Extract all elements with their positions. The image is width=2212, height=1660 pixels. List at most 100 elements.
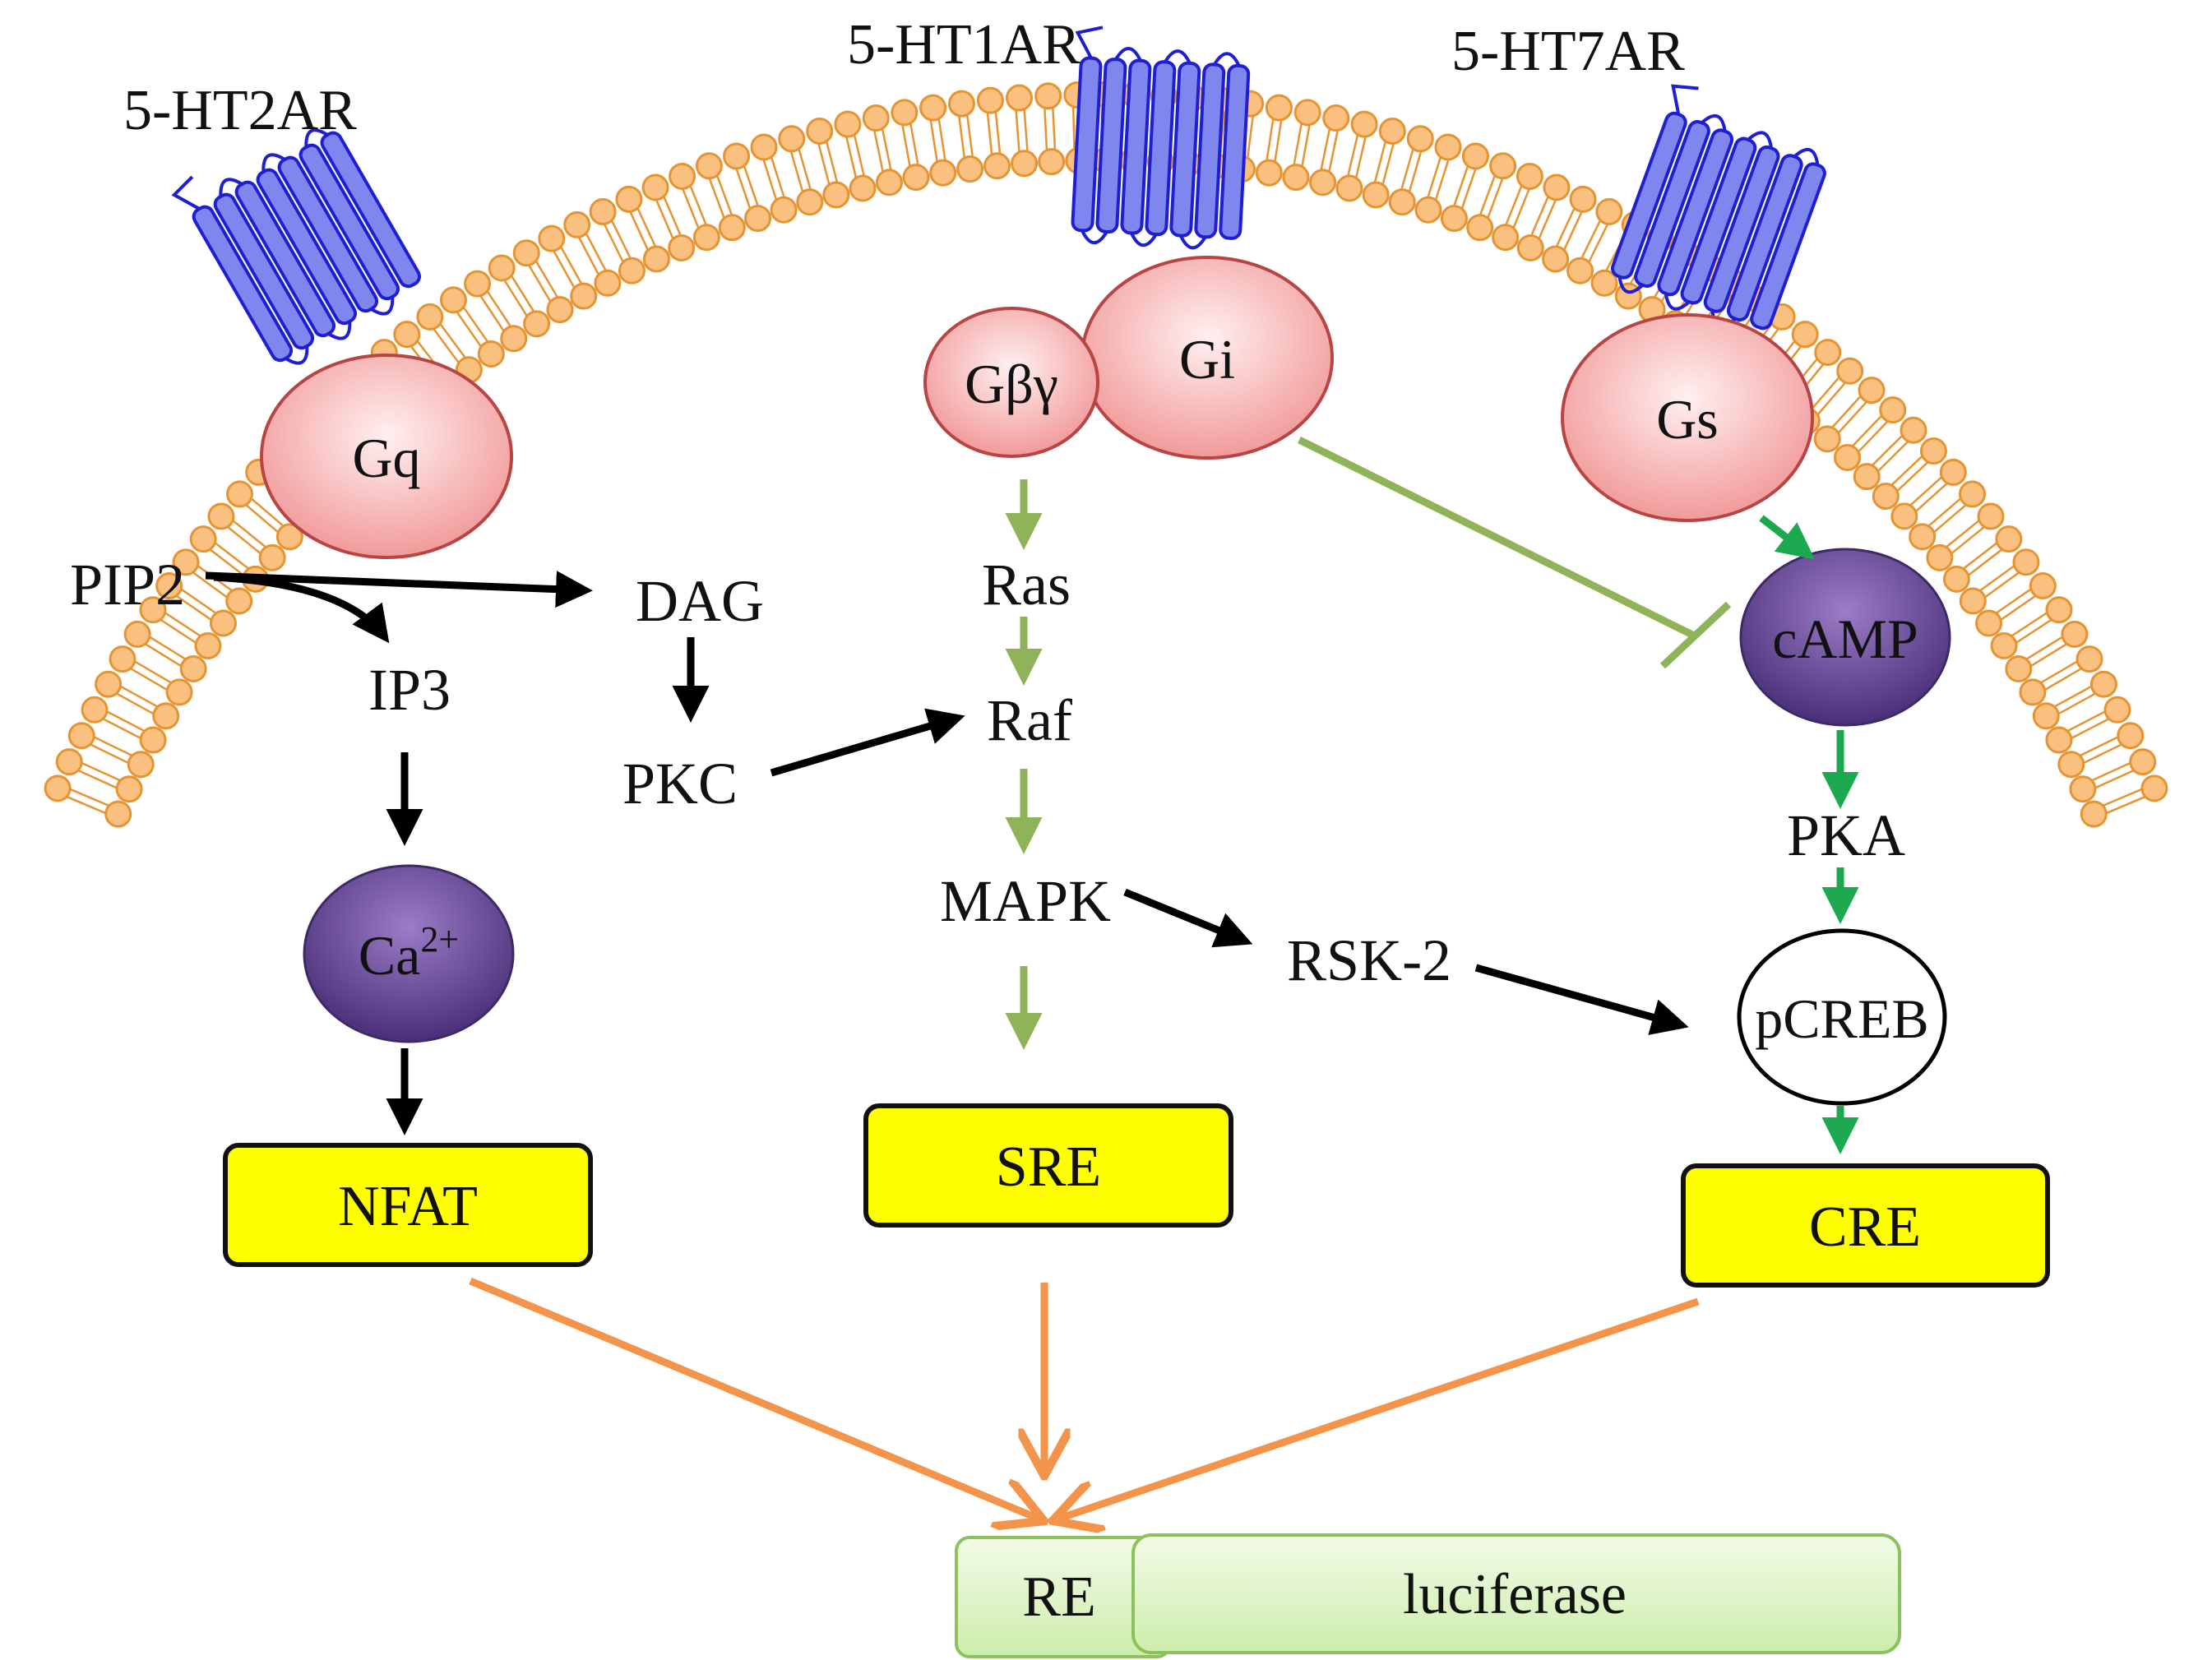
transmembrane-helix bbox=[234, 180, 336, 338]
lipid-tail bbox=[1052, 108, 1057, 150]
lipid-tail bbox=[1435, 160, 1450, 200]
lipid-head bbox=[1566, 257, 1594, 284]
lipid-tail bbox=[1896, 461, 1928, 492]
lipid-tail bbox=[1479, 175, 1496, 215]
lipid-tail bbox=[1979, 565, 2015, 592]
calcium-symbol: Ca bbox=[359, 924, 421, 987]
arrow-nfat-re bbox=[469, 1277, 1040, 1519]
lipid-head bbox=[209, 609, 237, 637]
arrow-pkc-raf bbox=[770, 708, 965, 777]
dag-label: DAG bbox=[636, 568, 764, 634]
lipid-tail bbox=[164, 612, 201, 637]
lipid-tail bbox=[2095, 770, 2134, 789]
receptor-5ht7ar bbox=[1610, 84, 1826, 331]
lipid-head bbox=[1414, 196, 1442, 224]
lipid-tail bbox=[937, 118, 946, 160]
lipid-head bbox=[983, 152, 1011, 180]
lipid-tail bbox=[2067, 710, 2105, 732]
lipid-tail bbox=[1301, 125, 1311, 166]
lipid-head bbox=[615, 185, 643, 213]
re-label: RE bbox=[1022, 1565, 1095, 1629]
lipid-tail bbox=[176, 595, 212, 621]
pip2-label: PIP2 bbox=[70, 552, 185, 617]
lipid-head bbox=[1614, 282, 1642, 310]
lipid-head bbox=[1926, 543, 1954, 571]
lipid-head bbox=[947, 90, 975, 118]
lipid-tail bbox=[535, 261, 558, 298]
gs-label: Gs bbox=[1656, 388, 1719, 451]
lipid-tail bbox=[1858, 421, 1888, 452]
arrow-gs-camp bbox=[1759, 515, 1816, 560]
lipid-tail bbox=[2015, 619, 2052, 644]
lipid-head bbox=[834, 110, 862, 138]
lipid-tail bbox=[636, 208, 656, 247]
lipid-head bbox=[1977, 502, 2005, 530]
inhibition-bar bbox=[1659, 601, 1732, 669]
lipid-tail bbox=[160, 619, 197, 644]
lipid-head bbox=[95, 670, 123, 698]
lipid-head bbox=[1255, 159, 1283, 187]
lipid-tail bbox=[1968, 548, 2002, 576]
arrow-pip2-ip3 bbox=[213, 573, 390, 644]
lipid-head bbox=[849, 174, 877, 202]
gi-label: Gi bbox=[1179, 328, 1235, 391]
lipid-head bbox=[2103, 696, 2131, 724]
lipid-tail bbox=[1951, 526, 1985, 554]
lipid-tail bbox=[511, 275, 534, 312]
lipid-tail bbox=[1427, 157, 1442, 197]
lipid-head bbox=[718, 214, 746, 242]
lipid-tail bbox=[67, 796, 106, 814]
lipid-head bbox=[1378, 118, 1406, 146]
lipid-tail bbox=[78, 770, 117, 789]
calcium-node bbox=[303, 864, 515, 1043]
lipid-tail bbox=[1328, 130, 1339, 172]
lipid-tail bbox=[873, 130, 884, 172]
lipid-head bbox=[1309, 169, 1337, 197]
lipid-head bbox=[179, 655, 207, 683]
lipid-tail bbox=[1512, 188, 1530, 229]
arrow-pip2-dag bbox=[205, 571, 593, 608]
lipid-tail bbox=[1487, 178, 1504, 218]
lipid-head bbox=[172, 548, 200, 576]
lipid-head bbox=[1350, 110, 1378, 138]
lipid-tail bbox=[192, 571, 228, 599]
lipid-tail bbox=[845, 136, 857, 178]
lipid-tail bbox=[215, 542, 249, 570]
lipid-head bbox=[1872, 482, 1900, 510]
lipid-tail bbox=[1890, 455, 1923, 486]
lipid-head bbox=[2032, 702, 2060, 730]
lipid-head bbox=[1434, 133, 1462, 161]
lipid-head bbox=[2140, 775, 2168, 802]
lipid-head bbox=[1919, 437, 1947, 465]
lipid-tail bbox=[1996, 588, 2031, 614]
lipid-head bbox=[642, 245, 670, 273]
transmembrane-helix bbox=[320, 131, 422, 289]
lipid-tail bbox=[2044, 668, 2082, 691]
lipid-head bbox=[139, 726, 167, 754]
lipid-tail bbox=[145, 643, 182, 667]
lipid-head bbox=[2045, 726, 2073, 754]
lightgreen-arrows bbox=[1005, 436, 1732, 1050]
lipid-tail bbox=[103, 718, 141, 739]
lipid-head bbox=[956, 155, 984, 183]
lipid-tail bbox=[682, 188, 700, 229]
lipid-head bbox=[891, 99, 919, 127]
lipid-head bbox=[1543, 173, 1571, 201]
lipid-head bbox=[1265, 94, 1293, 122]
lipid-head bbox=[1836, 357, 1864, 385]
lipid-head bbox=[258, 543, 286, 571]
lipid-tail bbox=[655, 200, 674, 239]
lipid-head bbox=[123, 620, 151, 648]
lipid-tail bbox=[1915, 483, 1948, 512]
lipid-head bbox=[2080, 800, 2108, 828]
lipid-head bbox=[770, 196, 798, 224]
lipid-head bbox=[1900, 416, 1927, 444]
lipid-head bbox=[695, 152, 723, 180]
lipid-tail bbox=[90, 743, 129, 764]
lipid-tail bbox=[1933, 504, 1967, 533]
lipid-head bbox=[919, 94, 947, 122]
lipid-head bbox=[778, 125, 806, 153]
lipid-head bbox=[115, 775, 143, 803]
pka-label: PKA bbox=[1787, 802, 1905, 868]
transmembrane-helix bbox=[1095, 58, 1127, 234]
